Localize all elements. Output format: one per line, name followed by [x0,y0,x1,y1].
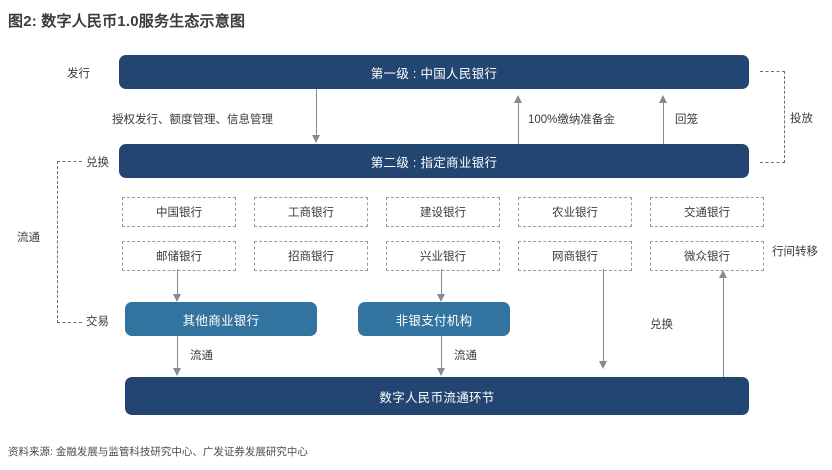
circulation-bar[interactable]: 数字人民币流通环节 [125,377,749,415]
label-exchange-left: 兑换 [84,154,111,170]
source-note: 资料来源: 金融发展与监管科技研究中心、广发证券发展研究中心 [8,446,308,458]
bracket-circulation [57,161,82,323]
label-circulate-side: 流通 [17,232,40,244]
arrow-nonbank-to-bottom-head [437,368,445,376]
arrow-bottom-to-webank-line [723,277,725,377]
other-banks-label: 其他商业银行 [182,313,260,328]
tier2-label: 第二级 : 指定商业银行 [370,155,498,170]
label-circulate-left: 流通 [190,350,213,362]
bank-box-r1c3[interactable]: 建设银行 [386,197,500,227]
bank-box-r2c5[interactable]: 微众银行 [650,241,764,271]
arrow-mybank-to-bottom-line [603,269,605,362]
tier2-bar[interactable]: 第二级 : 指定商业银行 [119,144,749,178]
label-transaction: 交易 [84,313,111,329]
bank-box-r1c5[interactable]: 交通银行 [650,197,764,227]
arrow-authorize-line [316,89,318,136]
bank-label: 招商银行 [288,251,334,263]
bank-label: 微众银行 [684,251,730,263]
arrow-industrial-to-nonbank-head [437,294,445,302]
nonbank-payment-box[interactable]: 非银支付机构 [358,302,510,336]
bank-label: 中国银行 [156,207,202,219]
bank-box-r1c2[interactable]: 工商银行 [254,197,368,227]
nonbank-payment-label: 非银支付机构 [395,313,473,328]
arrow-industrial-to-nonbank-line [441,269,443,295]
label-recall: 回笼 [675,114,698,126]
arrow-bottom-to-webank-head [719,270,727,278]
arrow-mybank-to-bottom-head [599,361,607,369]
bank-label: 邮储银行 [156,251,202,263]
bank-box-r2c3[interactable]: 兴业银行 [386,241,500,271]
arrow-recall-head [659,95,667,103]
label-issue: 发行 [67,68,90,80]
label-authorize: 授权发行、额度管理、信息管理 [112,114,273,126]
arrow-postal-to-otherbanks-line [177,269,179,295]
bank-label: 工商银行 [288,207,334,219]
bank-box-r1c1[interactable]: 中国银行 [122,197,236,227]
label-distribute: 投放 [790,113,813,125]
figure-title: 图2: 数字人民币1.0服务生态示意图 [8,13,246,30]
arrow-postal-to-otherbanks-head [173,294,181,302]
label-interbank: 行间转移 [772,246,818,258]
bracket-distribute [760,71,785,163]
bank-label: 网商银行 [552,251,598,263]
bank-box-r2c4[interactable]: 网商银行 [518,241,632,271]
bank-label: 交通银行 [684,207,730,219]
arrow-otherbanks-to-bottom-head [173,368,181,376]
tier1-label: 第一级 : 中国人民银行 [370,66,498,81]
bank-label: 建设银行 [420,207,466,219]
label-reserve: 100%缴纳准备金 [528,114,615,126]
arrow-otherbanks-to-bottom-line [177,336,179,369]
arrow-authorize-head [312,135,320,143]
bank-box-r2c1[interactable]: 邮储银行 [122,241,236,271]
arrow-nonbank-to-bottom-line [441,336,443,369]
arrow-reserve-line [518,102,520,144]
arrow-recall-line [663,102,665,144]
bank-label: 农业银行 [552,207,598,219]
tier1-bar[interactable]: 第一级 : 中国人民银行 [119,55,749,89]
circulation-label: 数字人民币流通环节 [379,390,495,405]
label-circulate-right: 流通 [454,350,477,362]
bank-label: 兴业银行 [420,251,466,263]
bank-box-r1c4[interactable]: 农业银行 [518,197,632,227]
arrow-reserve-head [514,95,522,103]
other-banks-box[interactable]: 其他商业银行 [125,302,317,336]
label-exchange-bottom: 兑换 [650,319,673,331]
bank-box-r2c2[interactable]: 招商银行 [254,241,368,271]
